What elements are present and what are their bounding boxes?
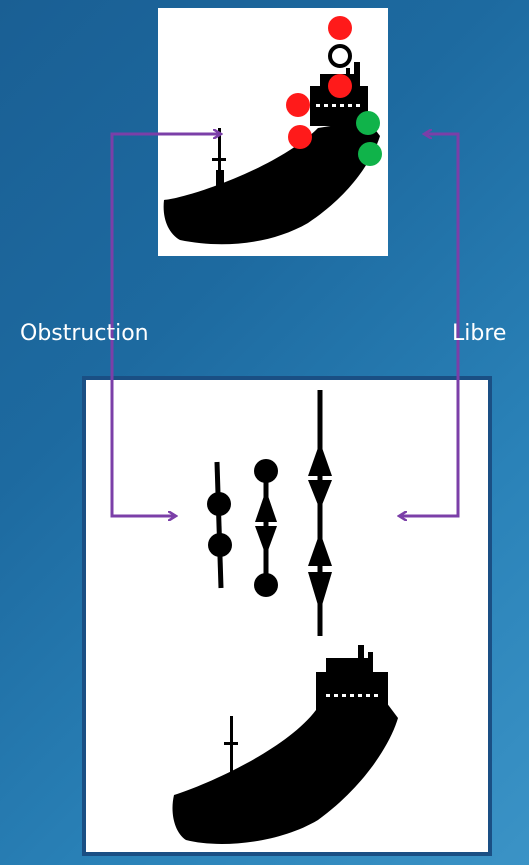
night-signals-panel <box>158 8 388 256</box>
left-connector-arrow-bottom <box>110 320 175 516</box>
mast-light-red-top <box>328 16 352 40</box>
day-shapes-panel <box>82 376 492 856</box>
right-connector-arrow-top <box>425 134 460 320</box>
diamond-shape-2-top <box>308 442 332 476</box>
starboard-light-green-2 <box>358 142 382 166</box>
starboard-light-green-1 <box>356 111 380 135</box>
right-connector-arrow-bottom <box>400 320 460 516</box>
diamond-shape-2-bottom <box>308 480 332 510</box>
ship-day-illustration <box>172 390 398 844</box>
diamond-shape-3-bottom <box>308 572 332 612</box>
diamond-shape-1 <box>255 490 277 522</box>
ball-shape-1 <box>207 492 231 516</box>
diamond-shape-3-top <box>308 532 332 566</box>
ship-night-illustration <box>163 16 382 245</box>
ball-shape-3 <box>254 459 278 483</box>
mast-light-red-bottom <box>328 74 352 98</box>
port-light-red-1 <box>286 93 310 117</box>
mast-light-white <box>328 44 352 68</box>
libre-label: Libre <box>452 321 507 346</box>
diamond-shape-1b <box>255 526 277 556</box>
ship-silhouette-bottom <box>172 645 398 844</box>
ball-shape-4 <box>254 573 278 597</box>
port-light-red-2 <box>288 125 312 149</box>
ball-shape-2 <box>208 533 232 557</box>
navigation-lights <box>286 16 382 166</box>
left-connector-arrow-top <box>110 134 220 320</box>
day-shapes <box>207 390 332 636</box>
obstruction-label: Obstruction <box>20 321 149 346</box>
